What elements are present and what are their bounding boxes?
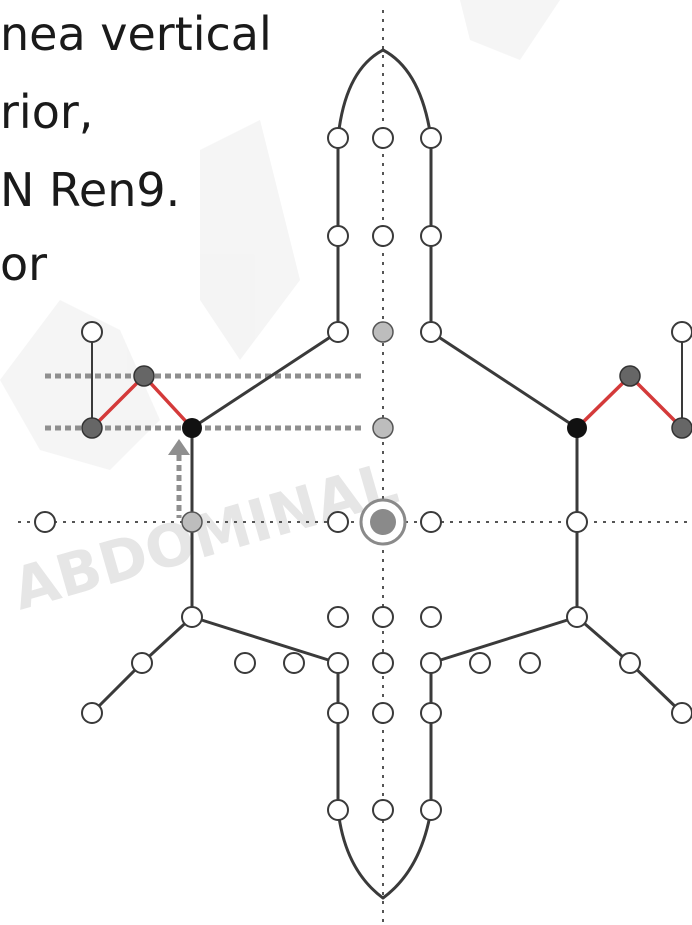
node	[519, 652, 541, 674]
node	[420, 127, 442, 149]
node-dark	[671, 417, 692, 439]
node	[81, 702, 103, 724]
node	[671, 702, 692, 724]
watermark-text: ABDOMINAL	[5, 449, 405, 624]
node	[372, 799, 394, 821]
gray-nodes	[181, 321, 394, 533]
node-black	[182, 418, 202, 438]
node	[327, 702, 349, 724]
heading-text: nea vertical rior, N Ren9. or	[0, 7, 272, 291]
node	[327, 321, 349, 343]
node	[566, 606, 588, 628]
text-line-4: or	[0, 237, 47, 291]
node	[283, 652, 305, 674]
node-dark	[81, 417, 103, 439]
text-line-3: N Ren9.	[0, 163, 180, 217]
node	[327, 652, 349, 674]
node	[566, 511, 588, 533]
black-nodes	[182, 418, 587, 438]
node	[619, 652, 641, 674]
text-line-2: rior,	[0, 85, 93, 139]
node-black	[567, 418, 587, 438]
node	[372, 702, 394, 724]
background-brush-marks	[0, 0, 560, 470]
measure-arrow-icon	[168, 439, 190, 455]
node	[469, 652, 491, 674]
node	[131, 652, 153, 674]
node	[327, 511, 349, 533]
node	[327, 799, 349, 821]
white-nodes	[34, 127, 692, 821]
node	[81, 321, 103, 343]
node	[671, 321, 692, 343]
dark-nodes	[81, 365, 692, 439]
node	[372, 225, 394, 247]
node	[420, 799, 442, 821]
node	[181, 606, 203, 628]
center-target-icon	[359, 498, 407, 546]
node	[420, 606, 442, 628]
node	[34, 511, 56, 533]
node	[327, 127, 349, 149]
node-gray	[372, 417, 394, 439]
node	[327, 606, 349, 628]
node	[420, 511, 442, 533]
node-gray	[181, 511, 203, 533]
node	[372, 127, 394, 149]
node-gray	[372, 321, 394, 343]
node	[372, 606, 394, 628]
node	[327, 225, 349, 247]
node	[420, 225, 442, 247]
node	[420, 321, 442, 343]
node	[372, 652, 394, 674]
node-dark	[133, 365, 155, 387]
text-line-1: nea vertical	[0, 7, 272, 61]
node	[420, 702, 442, 724]
node	[234, 652, 256, 674]
node	[420, 652, 442, 674]
node-dark	[619, 365, 641, 387]
